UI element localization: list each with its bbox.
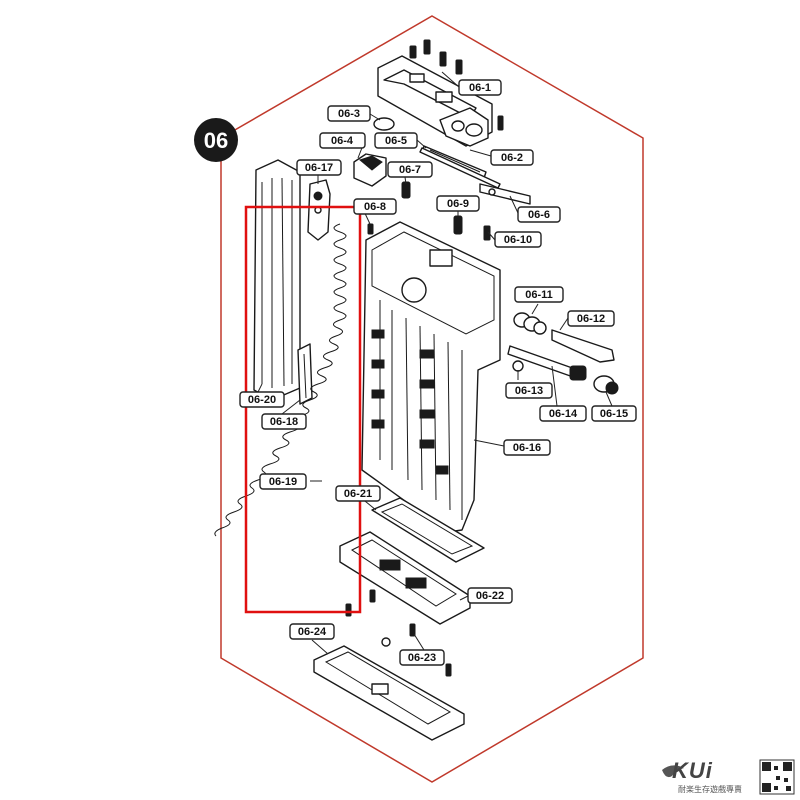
part-catch <box>307 179 331 241</box>
label-06-6: 06-6 <box>517 206 561 223</box>
part-base-plate <box>339 531 471 625</box>
part-bottom-cover <box>313 645 465 741</box>
part-screw-10 <box>483 225 491 241</box>
section-badge: 06 <box>194 118 238 162</box>
part-o-ring <box>373 117 395 131</box>
svg-text:06-22: 06-22 <box>476 590 504 602</box>
svg-text:06-4: 06-4 <box>331 135 354 147</box>
part-side-rail <box>253 159 301 401</box>
label-06-15: 06-15 <box>591 405 637 422</box>
label-06-22: 06-22 <box>467 587 513 604</box>
svg-text:06-9: 06-9 <box>447 198 469 210</box>
label-06-17: 06-17 <box>296 159 342 176</box>
label-06-8: 06-8 <box>353 198 397 215</box>
part-pin-12 <box>551 329 615 363</box>
label-06-11: 06-11 <box>514 286 564 303</box>
svg-text:06-15: 06-15 <box>600 408 628 420</box>
brand-slogan: 耐楽生存遊戲專賣 <box>678 785 742 794</box>
part-small-spring <box>401 181 411 199</box>
label-06-4: 06-4 <box>319 132 366 149</box>
part-valve <box>513 312 547 335</box>
section-badge-number: 06 <box>204 128 228 153</box>
svg-text:06-19: 06-19 <box>269 476 297 488</box>
part-gasket <box>371 497 485 563</box>
label-06-18: 06-18 <box>261 413 307 430</box>
svg-text:06-20: 06-20 <box>248 394 276 406</box>
svg-text:06-6: 06-6 <box>528 209 550 221</box>
svg-text:06-2: 06-2 <box>501 152 523 164</box>
part-nozzle-block <box>353 153 387 187</box>
svg-text:06-10: 06-10 <box>504 234 532 246</box>
label-06-3: 06-3 <box>327 105 371 122</box>
part-magazine-body <box>361 221 501 533</box>
label-06-24: 06-24 <box>289 623 335 640</box>
svg-text:06-18: 06-18 <box>270 416 298 428</box>
label-06-19: 06-19 <box>259 473 307 490</box>
highlight-box <box>244 205 362 614</box>
label-06-7: 06-7 <box>387 161 433 178</box>
label-06-2: 06-2 <box>490 149 534 166</box>
svg-text:06-24: 06-24 <box>298 626 327 638</box>
part-follower-plate <box>297 343 313 405</box>
qr-code-icon <box>759 759 795 795</box>
svg-text:06-5: 06-5 <box>385 135 407 147</box>
part-ring-13 <box>512 360 524 372</box>
svg-text:06-13: 06-13 <box>515 385 543 397</box>
svg-text:06-23: 06-23 <box>408 652 436 664</box>
svg-text:06-21: 06-21 <box>344 488 372 500</box>
svg-text:06-17: 06-17 <box>305 162 333 174</box>
svg-text:06-12: 06-12 <box>577 313 605 325</box>
part-magazine-spring <box>214 223 347 537</box>
svg-text:06-1: 06-1 <box>469 82 491 94</box>
brand-logo-swoosh <box>662 765 684 778</box>
part-long-rod <box>507 345 587 381</box>
label-06-13: 06-13 <box>505 382 553 399</box>
part-bottom-screws <box>345 589 452 677</box>
brand-logo-text: KUi <box>672 758 713 783</box>
part-cap <box>593 375 619 395</box>
label-06-10: 06-10 <box>494 231 542 248</box>
label-06-14: 06-14 <box>539 405 587 422</box>
label-06-23: 06-23 <box>399 649 445 666</box>
label-06-16: 06-16 <box>503 439 551 456</box>
svg-text:06-16: 06-16 <box>513 442 541 454</box>
svg-text:06-8: 06-8 <box>364 201 386 213</box>
part-lever <box>479 183 531 205</box>
label-06-5: 06-5 <box>374 132 418 149</box>
label-06-9: 06-9 <box>436 195 480 212</box>
part-feed-lip-assembly <box>377 39 504 147</box>
label-06-20: 06-20 <box>239 391 285 408</box>
part-spring-9 <box>453 215 463 235</box>
label-06-1: 06-1 <box>458 79 502 96</box>
label-06-21: 06-21 <box>335 485 381 502</box>
svg-text:06-7: 06-7 <box>399 164 421 176</box>
svg-text:06-14: 06-14 <box>549 408 578 420</box>
svg-text:06-11: 06-11 <box>525 289 553 301</box>
svg-text:06-3: 06-3 <box>338 108 360 120</box>
label-06-12: 06-12 <box>567 310 615 327</box>
